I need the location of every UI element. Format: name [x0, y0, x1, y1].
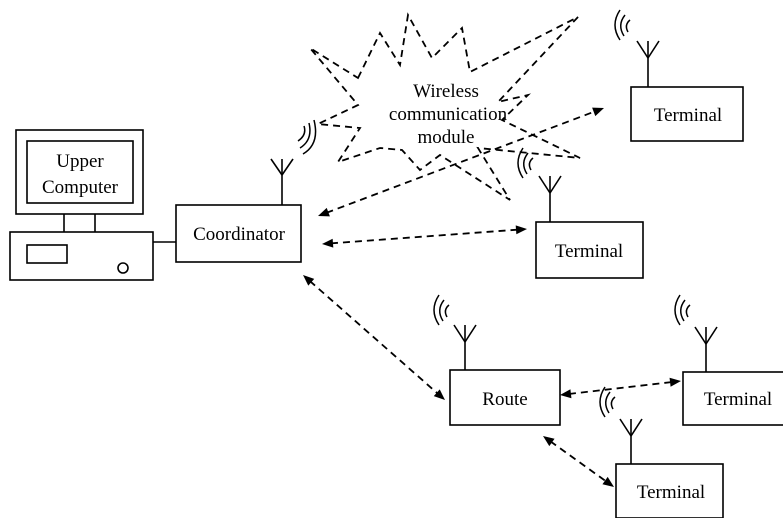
route-antenna-icon [453, 324, 477, 370]
terminal-bottom-box [615, 463, 724, 518]
terminal-top: Terminal [614, 9, 744, 142]
link-coordinator-route-arrowhead-end [433, 389, 445, 400]
link-coordinator-route [309, 280, 439, 395]
wireless-module: Wireless communication module [297, 12, 581, 201]
upper-computer-label-line2: Computer [42, 177, 119, 198]
link-route-terminal-bottom [549, 440, 608, 483]
link-coordinator-terminal-top-arrowhead-end [592, 107, 604, 117]
link-route-terminal-right-arrowhead-end [669, 377, 681, 387]
terminal-top-antenna-icon [636, 40, 660, 87]
coordinator-box [175, 204, 302, 263]
link-route-terminal-bottom-arrowhead-start [543, 436, 555, 447]
terminal-mid-signal-icon [517, 147, 534, 179]
terminal-right-box [682, 371, 783, 426]
terminal-top-label: Terminal [654, 105, 722, 126]
wireless-module-label-line2: communication [389, 104, 508, 125]
terminal-mid: Terminal [517, 147, 644, 279]
power-button-icon [117, 262, 129, 274]
upper-computer-label-line1: Upper [56, 151, 104, 172]
terminal-bottom: Terminal [599, 386, 724, 518]
link-coordinator-terminal-mid [330, 228, 519, 245]
link-coordinator-terminal-top-arrowhead-start [318, 207, 330, 217]
route: Route [433, 294, 561, 426]
terminal-mid-label: Terminal [555, 241, 623, 262]
terminal-bottom-signal-icon [599, 386, 616, 418]
wireless-module-label-line1: Wireless [413, 81, 479, 102]
terminal-bottom-antenna-icon [619, 418, 643, 464]
route-box [449, 369, 561, 426]
coordinator-label: Coordinator [193, 224, 285, 245]
link-route-terminal-right-arrowhead-start [560, 389, 572, 399]
terminal-mid-antenna-icon [538, 175, 562, 222]
terminal-top-signal-icon [614, 9, 631, 41]
wireless-module-signal-icon [297, 119, 317, 155]
link-route-terminal-bottom-arrowhead-end [602, 476, 614, 487]
route-signal-icon [433, 294, 450, 326]
links-layer [303, 107, 681, 487]
coordinator: Coordinator [175, 158, 302, 263]
terminal-right-signal-icon [674, 294, 691, 326]
terminal-right-label: Terminal [704, 389, 772, 410]
route-label: Route [482, 389, 527, 410]
link-route-terminal-right [568, 381, 673, 395]
terminal-mid-box [535, 221, 644, 279]
link-coordinator-terminal-mid-arrowhead-start [322, 238, 334, 248]
terminal-right: Terminal [674, 294, 783, 426]
upper-computer: Upper Computer [9, 129, 154, 281]
link-coordinator-terminal-mid-arrowhead-end [515, 225, 527, 235]
terminal-bottom-label: Terminal [637, 482, 705, 503]
link-coordinator-route-arrowhead-start [303, 275, 315, 286]
monitor-screen [26, 140, 134, 204]
terminal-right-antenna-icon [694, 326, 718, 372]
terminal-top-box [630, 86, 744, 142]
wireless-module-label-line3: module [418, 127, 475, 148]
disk-drive [26, 244, 68, 264]
coordinator-antenna-icon [270, 158, 294, 205]
